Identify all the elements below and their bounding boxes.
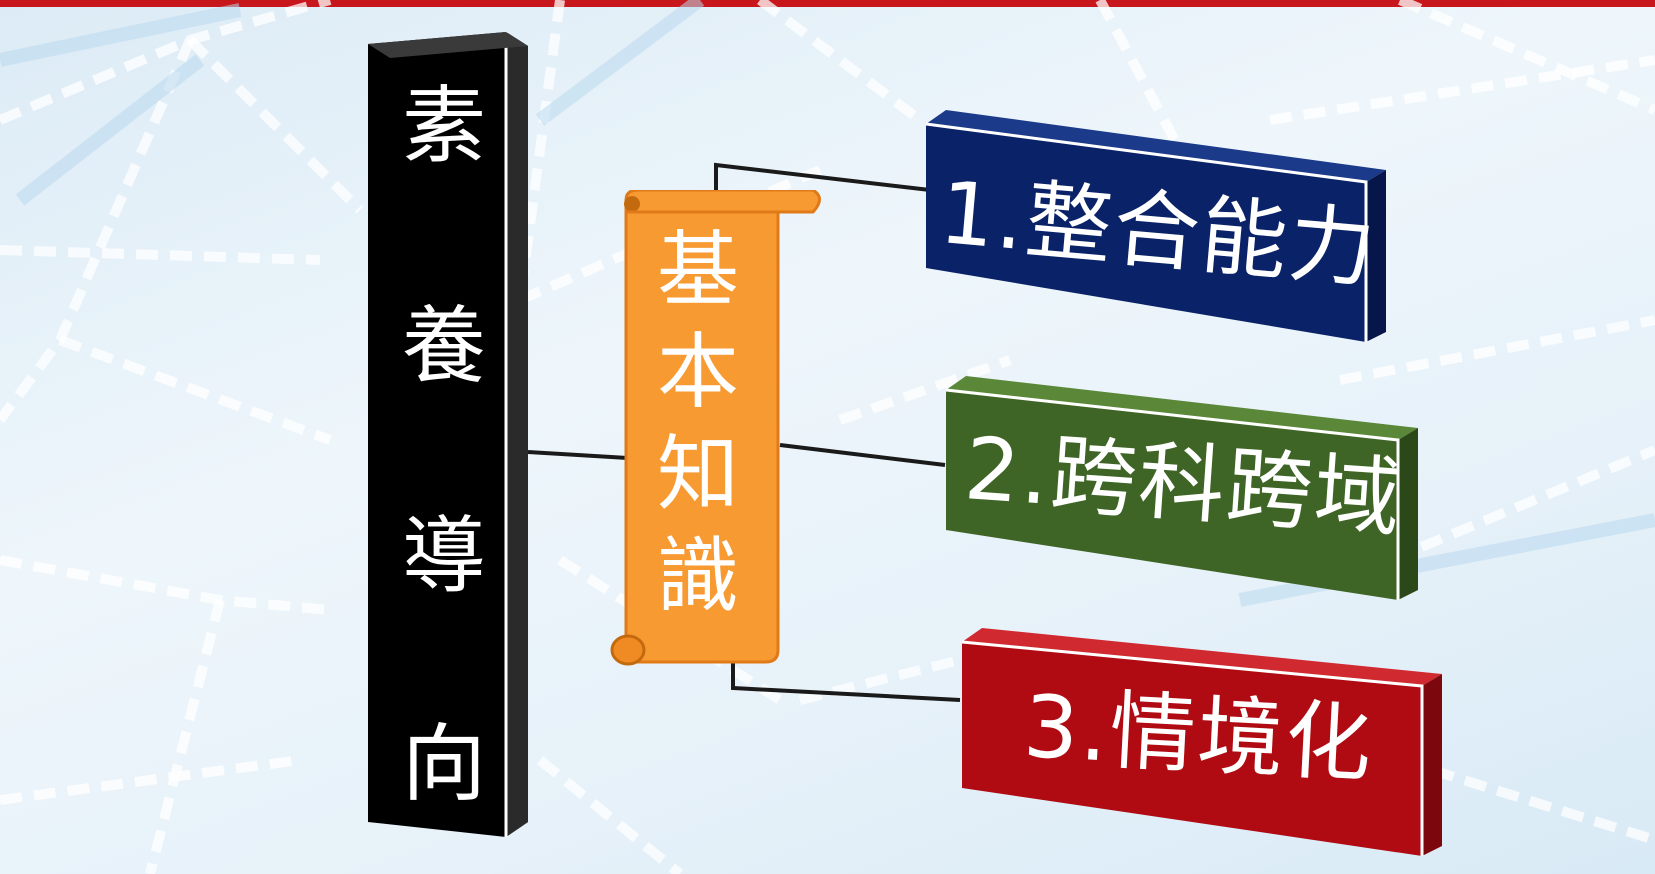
scroll-shape: [610, 190, 821, 666]
box-integration-ability: 1.整合能力: [926, 110, 1406, 350]
box-shape: [926, 110, 1386, 342]
pillar-char: 導: [401, 507, 486, 605]
pillar-char: 向: [401, 715, 486, 813]
box-cross-discipline: 2.跨科跨域: [946, 376, 1426, 606]
box-label: 3.情境化: [1021, 677, 1376, 796]
pillar-shape: [368, 32, 528, 837]
scroll-char: 基: [656, 223, 739, 318]
scroll-char: 知: [656, 427, 739, 522]
box-shape: [946, 376, 1418, 600]
top-accent-bar: [0, 0, 1655, 7]
pillar-char: 養: [401, 297, 486, 395]
pillar-char: 素: [401, 77, 486, 175]
scroll-basic-knowledge: 基 本 知 識: [608, 190, 828, 670]
scroll-char: 本: [656, 325, 739, 420]
scroll-char: 識: [656, 529, 739, 624]
box-contextualization: 3.情境化: [962, 628, 1442, 868]
pillar-competency-oriented: 素 養 導 向: [368, 32, 538, 837]
box-shape: [962, 628, 1442, 856]
